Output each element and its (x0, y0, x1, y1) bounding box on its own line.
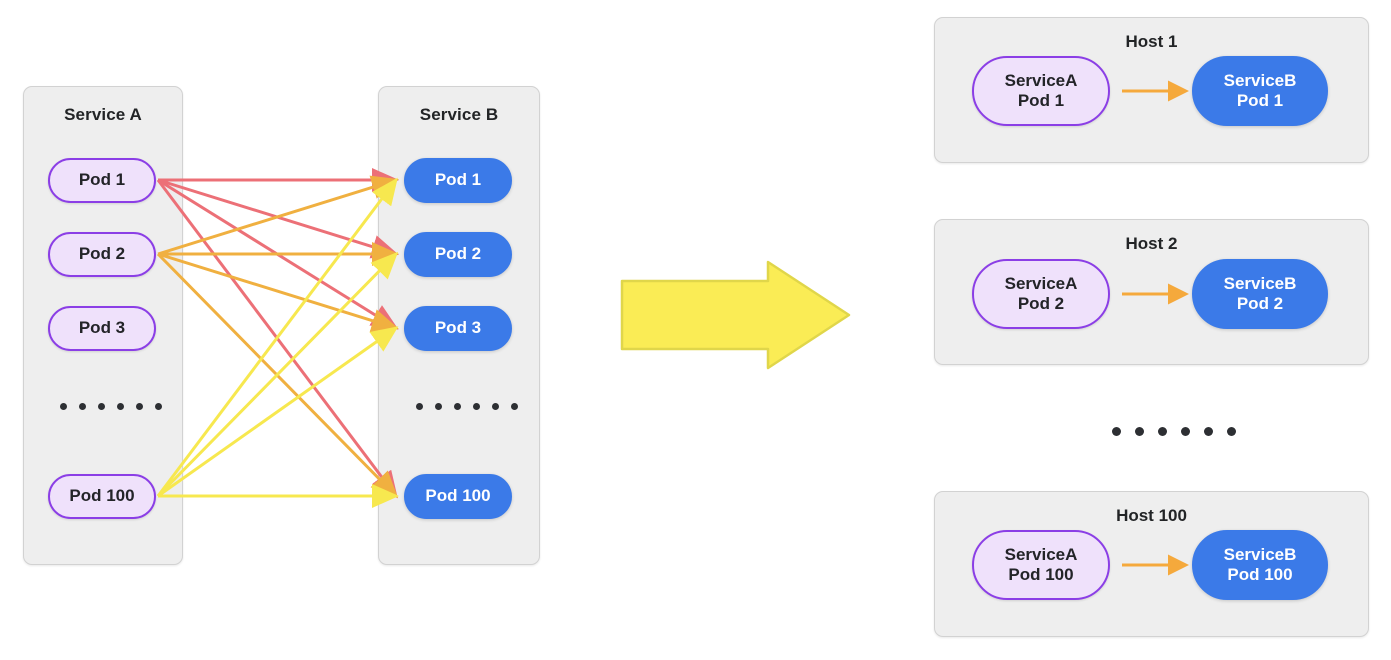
edge-pod1-to-pod3 (157, 178, 399, 330)
ellipsis-dot (1204, 427, 1213, 436)
ellipsis-dot (60, 403, 67, 410)
edge-pod2-to-pod1 (157, 175, 399, 256)
ellipsis-dot (492, 403, 499, 410)
ellipsis-dot (435, 403, 442, 410)
host-100-service-b-pod[interactable]: ServiceB Pod 100 (1192, 530, 1328, 600)
ellipsis-dot (98, 403, 105, 410)
service-a-pod-1[interactable]: Pod 1 (48, 158, 156, 203)
ellipsis-dot (1158, 427, 1167, 436)
ellipsis-dot (416, 403, 423, 410)
service-b-pod-3[interactable]: Pod 3 (404, 306, 512, 351)
edge-pod100-to-pod2 (156, 251, 399, 498)
host-1-service-a-pod[interactable]: ServiceA Pod 1 (972, 56, 1110, 126)
edges-from-pod-2 (156, 175, 399, 499)
host-100-service-a-pod[interactable]: ServiceA Pod 100 (972, 530, 1110, 600)
edge-pod2-to-pod3 (157, 252, 399, 333)
service-a-title: Service A (64, 105, 142, 124)
host-2-service-b-pod[interactable]: ServiceB Pod 2 (1192, 259, 1328, 329)
ellipsis-dot (1135, 427, 1144, 436)
service-a-pod-2[interactable]: Pod 2 (48, 232, 156, 277)
big-right-arrow-icon (620, 260, 851, 370)
hosts-ellipsis (1112, 427, 1236, 436)
host-100-title: Host 100 (1116, 506, 1187, 525)
service-b-pod-2[interactable]: Pod 2 (404, 232, 512, 277)
ellipsis-dot (1227, 427, 1236, 436)
ellipsis-dot (473, 403, 480, 410)
service-b-pod-100[interactable]: Pod 100 (404, 474, 512, 519)
host-2-title: Host 2 (1125, 234, 1178, 253)
ellipsis-dot (117, 403, 124, 410)
ellipsis-dot (454, 403, 461, 410)
edge-pod1-to-pod100 (156, 179, 398, 499)
service-b-title: Service B (419, 105, 499, 124)
ellipsis-dot (511, 403, 518, 410)
ellipsis-dot (136, 403, 143, 410)
edges-from-pod-100 (156, 177, 399, 508)
service-a-pod-3[interactable]: Pod 3 (48, 306, 156, 351)
service-b-pod-1[interactable]: Pod 1 (404, 158, 512, 203)
host-2-service-a-pod[interactable]: ServiceA Pod 2 (972, 259, 1110, 329)
edge-pod100-to-pod1 (156, 177, 398, 497)
host-1-service-b-pod[interactable]: ServiceB Pod 1 (1192, 56, 1328, 126)
ellipsis-dot (1112, 427, 1121, 436)
edge-pod2-to-pod100 (156, 252, 399, 499)
service-a-ellipsis (60, 403, 162, 410)
host-1-title: Host 1 (1125, 32, 1178, 51)
service-a-pod-100[interactable]: Pod 100 (48, 474, 156, 519)
edges-from-pod-1 (156, 168, 399, 499)
edge-pod100-to-pod3 (157, 326, 399, 498)
edge-pod1-to-pod2 (157, 178, 399, 259)
ellipsis-dot (79, 403, 86, 410)
ellipsis-dot (1181, 427, 1190, 436)
ellipsis-dot (155, 403, 162, 410)
service-b-ellipsis (416, 403, 518, 410)
